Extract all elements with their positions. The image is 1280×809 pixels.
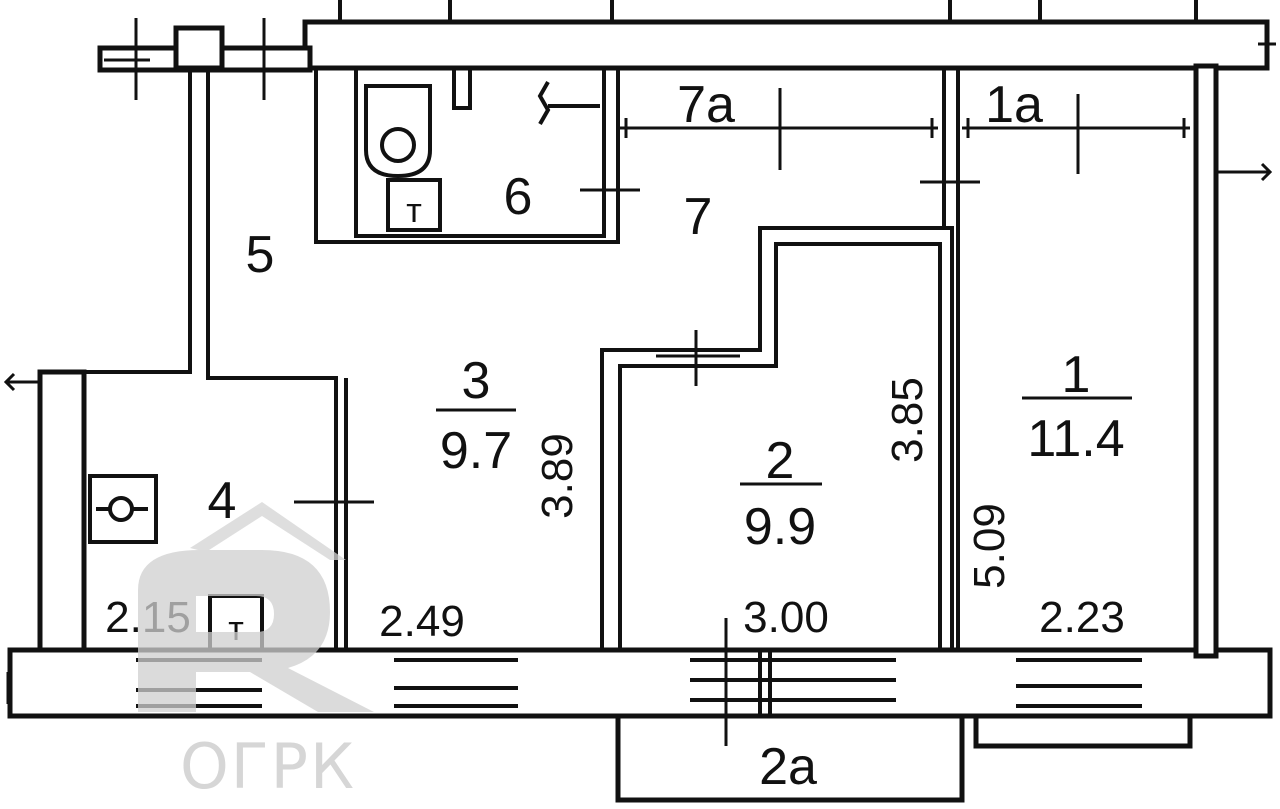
- outer-arrow-right: [1216, 162, 1273, 182]
- room-2-width: 3.00: [743, 593, 829, 642]
- room-7a-number: 7a: [677, 76, 735, 134]
- room-labels: 1 11.4 2 9.9 3 9.7 4 5 6 7 7a 1a 2a: [208, 76, 1132, 796]
- pipe-icon: [452, 66, 472, 110]
- right-outer-wall: [1193, 63, 1219, 659]
- watermark-text: ОГРК: [180, 730, 356, 803]
- room1-wall: [942, 68, 960, 650]
- room-3-number: 3: [462, 352, 491, 410]
- door-tick-left: [104, 18, 266, 100]
- room-1-number: 1: [1062, 346, 1091, 404]
- stove-burner-icon: [108, 496, 134, 522]
- dim-line-7a: [620, 88, 938, 170]
- room-1-area: 11.4: [1027, 410, 1124, 468]
- sink-tap-icon: [537, 81, 600, 125]
- watermark-r-icon: [138, 550, 374, 712]
- left-outer-wall: [37, 369, 87, 665]
- watermark-roof-icon: [190, 502, 346, 560]
- watermark-logo: ОГРК: [138, 502, 374, 803]
- outer-arrow-left: [3, 372, 40, 392]
- room2-walls: [600, 226, 954, 650]
- partitions: [84, 0, 1198, 650]
- room-2-area: 9.9: [744, 498, 816, 556]
- dim-line-1a: [962, 94, 1190, 174]
- door-tick-2: [656, 330, 740, 386]
- room-3-area: 9.7: [440, 422, 512, 480]
- toilet-bowl-icon: [364, 84, 432, 179]
- window-room1: [1016, 658, 1142, 708]
- room-1a-number: 1a: [985, 76, 1043, 134]
- toilet-tank-icon: [386, 178, 442, 232]
- room-6-number: 6: [504, 168, 533, 226]
- room-2-length: 3.85: [883, 377, 932, 463]
- balcony-2a: [615, 713, 965, 803]
- window-room2: [690, 650, 896, 716]
- dimension-labels: 2.23 5.09 3.00 3.85 2.49 3.89 2.15: [105, 377, 1125, 646]
- tick-marks: [3, 18, 1276, 746]
- room-7-number: 7: [684, 188, 713, 246]
- toilet-seat-icon: [380, 127, 416, 163]
- chimney-block: [173, 25, 225, 71]
- balcony-right: [973, 713, 1193, 749]
- room-1-width: 2.23: [1039, 593, 1125, 642]
- room-5-number: 5: [246, 226, 275, 284]
- room-4-number: 4: [208, 472, 237, 530]
- room-2-number: 2: [766, 432, 795, 490]
- room-3-length: 3.89: [533, 433, 582, 519]
- top-wall-band: [302, 19, 1270, 71]
- room-3-width: 2.49: [379, 597, 465, 646]
- room-2a-number: 2a: [759, 738, 817, 796]
- top-inner-line: [338, 0, 1198, 22]
- corridor-wall: [84, 68, 348, 650]
- wc-walls: [314, 68, 620, 244]
- room-1-length: 5.09: [965, 503, 1014, 589]
- door-tick-6: [580, 166, 640, 214]
- window-room3: [394, 658, 518, 708]
- toilet-tank-letter: т: [406, 192, 422, 230]
- stove-icon: [88, 474, 158, 544]
